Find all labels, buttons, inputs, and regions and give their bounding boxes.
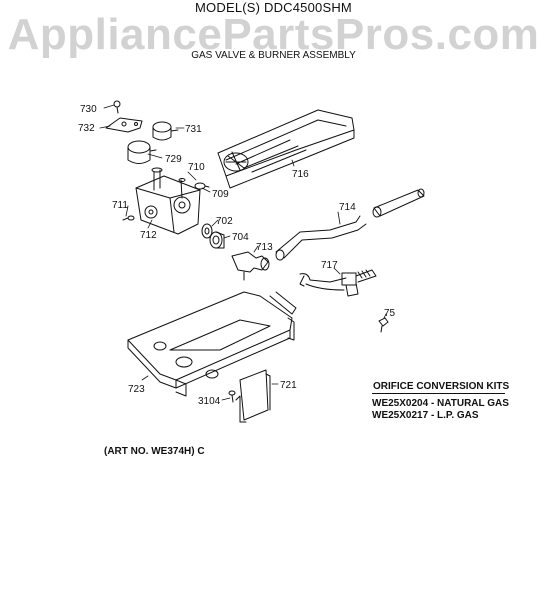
callout-732: 732 — [78, 123, 95, 134]
watermark-logo: AppliancePartsPros.com — [7, 10, 540, 59]
part-711-screw — [122, 215, 135, 221]
part-732-bracket — [105, 117, 143, 133]
callout-721: 721 — [280, 380, 297, 391]
callout-723: 723 — [128, 384, 145, 395]
kit-gas-type: - L.P. GAS — [430, 410, 479, 421]
kit-gas-type: - NATURAL GAS — [430, 398, 509, 409]
orifice-kits-title: ORIFICE CONVERSION KITS — [373, 381, 510, 392]
callout-730: 730 — [80, 104, 97, 115]
part-709-fitting — [194, 182, 210, 190]
callout-711: 711 — [112, 200, 128, 211]
kit-part-number: WE25X0204 — [372, 398, 429, 409]
assembly-title: GAS VALVE & BURNER ASSEMBLY — [191, 50, 356, 61]
part-710-gas-valve — [135, 167, 201, 235]
part-714-tube — [275, 188, 425, 261]
callout-713: 713 — [256, 242, 273, 253]
part-702-washer — [201, 223, 213, 239]
callout-704: 704 — [232, 232, 249, 243]
callout-716: 716 — [292, 169, 309, 180]
callout-714: 714 — [339, 202, 356, 213]
callout-712: 712 — [140, 230, 157, 241]
callout-75: 75 — [384, 308, 396, 319]
orifice-kit-row: WE25X0217 - L.P. GAS — [372, 410, 479, 421]
callouts: 730 732 731 729 710 709 716 711 712 702 … — [78, 104, 396, 407]
callout-717: 717 — [321, 260, 338, 271]
part-716-burner — [217, 109, 355, 189]
callout-729: 729 — [165, 154, 182, 165]
part-721-shield — [235, 369, 271, 423]
orifice-kits-underline — [372, 393, 505, 394]
part-3104-screw — [228, 390, 236, 403]
part-704-fitting — [209, 231, 225, 249]
callout-3104: 3104 — [198, 396, 221, 407]
orifice-kit-row: WE25X0204 - NATURAL GAS — [372, 398, 509, 409]
callout-710: 710 — [188, 162, 205, 173]
part-729-coil — [127, 140, 157, 164]
part-713-elbow — [231, 251, 270, 281]
callout-702: 702 — [216, 216, 233, 227]
callout-731: 731 — [185, 124, 202, 135]
part-730-screw — [113, 100, 121, 114]
part-723-bracket — [127, 291, 297, 397]
part-731-coil — [152, 121, 179, 141]
part-75-screw — [378, 317, 389, 333]
model-title: MODEL(S) DDC4500SHM — [195, 0, 352, 15]
leader-lines — [99, 104, 387, 401]
art-number: (ART NO. WE374H) C — [104, 446, 205, 457]
kit-part-number: WE25X0217 — [372, 410, 429, 421]
callout-709: 709 — [212, 189, 229, 200]
part-717-igniter — [299, 269, 377, 297]
